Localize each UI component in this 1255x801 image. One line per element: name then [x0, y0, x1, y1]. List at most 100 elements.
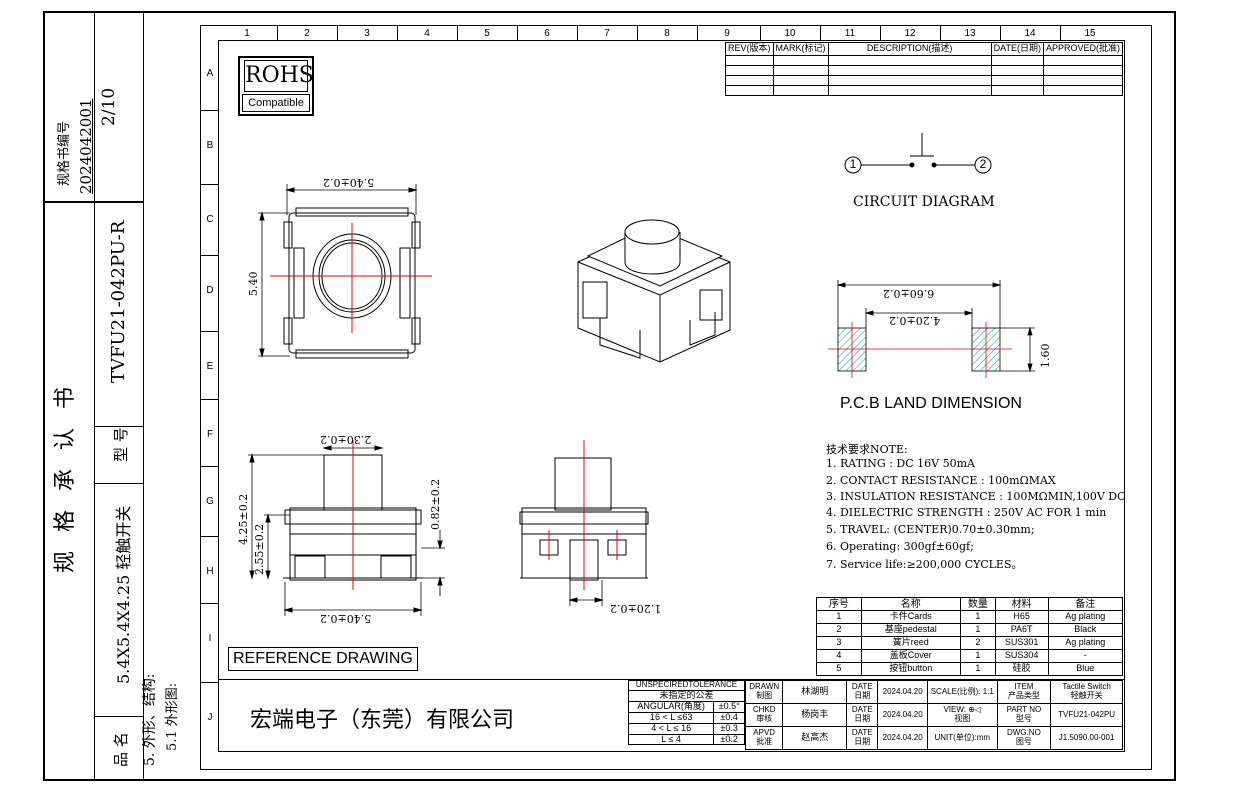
bom-cell: 1: [959, 662, 996, 676]
column-tick: [337, 25, 338, 40]
column-number: 3: [364, 28, 370, 39]
bom-cell: 2: [959, 636, 996, 650]
row-letter: C: [206, 214, 214, 225]
row-letter: B: [206, 140, 214, 151]
bom-cell: 5: [816, 662, 862, 676]
item-value-en: Tactile Switch: [1062, 682, 1111, 692]
tolerance-value: ±0.3: [713, 722, 745, 735]
dwgno-value: J1.5090.00-001: [1050, 726, 1123, 750]
circuit-node-1-label: 1: [849, 157, 857, 171]
rohs-title: ROHS: [244, 60, 314, 92]
revision-table: REV(版本) MARK(标记) DESCRIPTION(描述) DATE(日期…: [725, 42, 1124, 96]
bom-cell: 卡件Cards: [860, 610, 961, 624]
apvd-name: 赵高杰: [782, 726, 848, 750]
bom-cell: -: [1047, 649, 1123, 663]
apvd-en: APVD: [753, 728, 776, 738]
pcb-land-label: P.C.B LAND DIMENSION: [840, 395, 1022, 412]
front-view-dim-total: 4.25±0.2: [237, 493, 250, 545]
bom-cell: 硅胶: [994, 662, 1049, 676]
apvd-cn: 批准: [756, 737, 773, 746]
pcb-dim-outer: 6.60±0.2: [883, 287, 935, 300]
column-tick: [1060, 25, 1061, 40]
scale-label: SCALE(比例): 1:1: [926, 680, 998, 704]
view-cn: 视图: [954, 714, 971, 723]
date-en: DATE: [851, 728, 873, 738]
bom-cell: 1: [959, 610, 996, 624]
row-tick: [200, 536, 218, 537]
column-number: 1: [244, 28, 250, 39]
bom-cell: 簧片reed: [860, 636, 961, 650]
tolerance-range: ANGULAR(角度): [627, 700, 715, 713]
column-tick: [697, 25, 698, 40]
rohs-badge: ROHS Compatible: [238, 56, 314, 116]
date-cn: 日期: [854, 714, 871, 723]
front-view-dim-body: 2.55±0.2: [253, 523, 266, 575]
column-number: 4: [424, 28, 430, 39]
column-tick: [277, 25, 278, 40]
column-number: 5: [484, 28, 490, 39]
drawn-cn: 制图: [756, 691, 773, 700]
row-tick: [200, 184, 218, 185]
column-tick: [397, 25, 398, 40]
item-value-cn: 轻触开关: [1070, 691, 1103, 700]
drawn-en: DRAWN: [749, 682, 780, 692]
row-letter: A: [206, 68, 214, 79]
isometric-view-drawing: [577, 219, 731, 363]
requirement-7: 7. Service life:≥200,000 CYCLES。: [826, 558, 1023, 571]
circuit-node-2-label: 2: [979, 157, 987, 171]
bom-header-no: 序号: [816, 597, 862, 611]
bom-cell: H65: [994, 610, 1049, 624]
item-cn: 产品类型: [1007, 691, 1040, 700]
row-tick: [200, 399, 218, 400]
row-letter: D: [206, 285, 214, 296]
front-view-dim-bottom: 5.40±0.2: [320, 612, 372, 625]
row-tick: [200, 110, 218, 111]
view-en: VIEW:: [943, 705, 966, 715]
row-letter: F: [206, 429, 214, 440]
drawn-name: 林湖明: [782, 680, 848, 704]
unit-label: UNIT(单位):mm: [926, 726, 998, 750]
bom-cell: 1: [816, 610, 862, 624]
column-tick: [1000, 25, 1001, 40]
row-tick: [200, 255, 218, 256]
circuit-diagram-label: CIRCUIT DIAGRAM: [853, 194, 995, 210]
column-number: 10: [784, 28, 796, 39]
requirement-1: 1. RATING : DC 16V 50mA: [826, 457, 975, 470]
bom-cell: 1: [959, 649, 996, 663]
side-view-drawing: [519, 440, 649, 606]
column-number: 6: [544, 28, 550, 39]
date-en: DATE: [851, 682, 873, 692]
reference-drawing-label: REFERENCE DRAWING: [228, 647, 418, 671]
top-view-drawing: [258, 184, 432, 359]
column-number: 7: [604, 28, 610, 39]
side-strip: [43, 11, 144, 781]
tolerance-value: ±0.5°: [713, 700, 745, 713]
column-number: 12: [904, 28, 916, 39]
column-number: 8: [664, 28, 670, 39]
date-en: DATE: [851, 705, 873, 715]
date-cn: 日期: [854, 737, 871, 746]
date-cn: 日期: [854, 691, 871, 700]
front-view-dim-lead: 0.82±0.2: [429, 478, 442, 530]
column-number: 11: [844, 28, 856, 39]
dwgno-cn: 图号: [1015, 737, 1032, 746]
drawing-inner-border: [218, 40, 1125, 752]
dwgno-en: DWG.NO: [1007, 728, 1041, 738]
tolerance-value: ±0.2: [713, 733, 745, 746]
company-name: 宏端电子（东莞）有限公司: [250, 708, 515, 733]
tolerance-range: 4 < L ≤ 16: [627, 722, 715, 735]
row-tick: [200, 603, 218, 604]
bom-cell: 3: [816, 636, 862, 650]
